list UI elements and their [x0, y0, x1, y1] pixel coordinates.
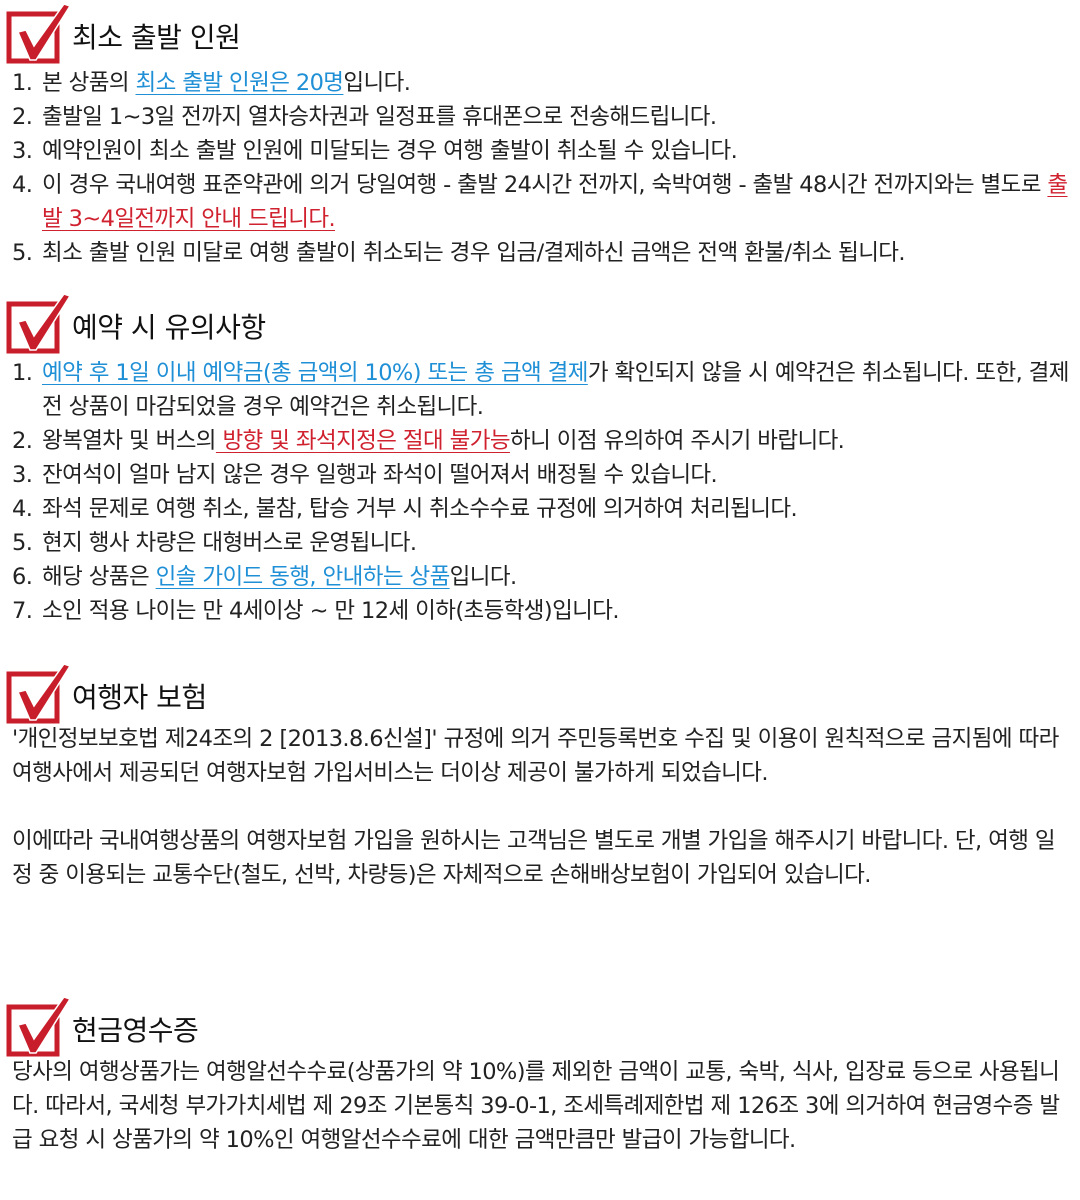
- paragraph: '개인정보보호법 제24조의 2 [2013.8.6신설]' 규정에 의거 주민…: [12, 726, 1059, 786]
- item-text: 소인 적용 나이는 만 4세이상 ~ 만 12세 이하(초등학생)입니다.: [42, 598, 620, 624]
- item-number: 2.: [12, 428, 33, 454]
- list-item: 3. 예약인원이 최소 출발 인원에 미달되는 경우 여행 출발이 취소될 수 있…: [0, 134, 1080, 168]
- list-item: 3. 잔여석이 얼마 남지 않은 경우 일행과 좌석이 떨어져서 배정될 수 있습…: [0, 458, 1080, 492]
- section-heading: 예약 시 유의사항: [0, 290, 1080, 354]
- item-text: 가 확인되지 않을 시 예약건은 취소됩니다. 또한, 결제 전 상품이 마감되…: [42, 360, 1069, 420]
- section: 예약 시 유의사항 1. 예약 후 1일 이내 예약금(총 금액의 10%) 또는 …: [0, 290, 1080, 628]
- section-title: 여행자 보험: [72, 681, 207, 714]
- section-title: 현금영수증: [72, 1014, 199, 1047]
- spacer: [0, 790, 1080, 824]
- section: 최소 출발 인원 1. 본 상품의 최소 출발 인원은 20명입니다. 2. 출발일 1…: [0, 0, 1080, 270]
- list-item: 5. 최소 출발 인원 미달로 여행 출발이 취소되는 경우 입금/결제하신 금액…: [0, 236, 1080, 270]
- item-number: 7.: [12, 598, 33, 624]
- item-text: 해당 상품은: [42, 564, 156, 590]
- list-item: 4. 이 경우 국내여행 표준약관에 의거 당일여행 - 출발 24시간 전까지,…: [0, 168, 1080, 236]
- list-item: 2. 왕복열차 및 버스의 방향 및 좌석지정은 절대 불가능하니 이점 유의하여…: [0, 424, 1080, 458]
- item-number: 1.: [12, 70, 33, 96]
- item-text: 본 상품의: [42, 70, 136, 96]
- section-heading: 현금영수증: [0, 993, 1080, 1057]
- item-text: 잔여석이 얼마 남지 않은 경우 일행과 좌석이 떨어져서 배정될 수 있습니다…: [42, 462, 718, 488]
- section-heading: 여행자 보험: [0, 660, 1080, 724]
- list-item: 4. 좌석 문제로 여행 취소, 불참, 탑승 거부 시 취소수수료 규정에 의거…: [0, 492, 1080, 526]
- highlighted-text: 인솔 가이드 동행, 안내하는 상품: [155, 564, 451, 590]
- highlighted-text: 예약 후 1일 이내 예약금(총 금액의 10%) 또는 총 금액 결제: [42, 360, 588, 386]
- section-title: 예약 시 유의사항: [72, 311, 266, 344]
- notice-list: 1. 본 상품의 최소 출발 인원은 20명입니다. 2. 출발일 1~3일 전까지 …: [0, 66, 1080, 270]
- item-number: 5.: [12, 530, 33, 556]
- list-item: 1. 예약 후 1일 이내 예약금(총 금액의 10%) 또는 총 금액 결제가 …: [0, 356, 1080, 424]
- item-text: 하니 이점 유의하여 주시기 바랍니다.: [509, 428, 845, 454]
- notice-list: 1. 예약 후 1일 이내 예약금(총 금액의 10%) 또는 총 금액 결제가 …: [0, 356, 1080, 628]
- item-number: 2.: [12, 104, 33, 130]
- item-text: 이 경우 국내여행 표준약관에 의거 당일여행 - 출발 24시간 전까지, 숙…: [42, 172, 1048, 198]
- item-text: 현지 행사 차량은 대형버스로 운영됩니다.: [42, 530, 417, 556]
- item-number: 3.: [12, 462, 33, 488]
- highlighted-text: 방향 및 좌석지정은 절대 불가능: [215, 428, 510, 454]
- item-number: 5.: [12, 240, 33, 266]
- paragraph: 당사의 여행상품가는 여행알선수수료(상품가의 약 10%)를 제외한 금액이 …: [12, 1059, 1060, 1153]
- list-item: 2. 출발일 1~3일 전까지 열차승차권과 일정표를 휴대폰으로 전송해드립니다…: [0, 100, 1080, 134]
- item-number: 4.: [12, 496, 33, 522]
- list-item: 1. 본 상품의 최소 출발 인원은 20명입니다.: [0, 66, 1080, 100]
- item-text: 예약인원이 최소 출발 인원에 미달되는 경우 여행 출발이 취소될 수 있습니…: [42, 138, 738, 164]
- checkbox-check-icon: [6, 293, 72, 354]
- list-item: 5. 현지 행사 차량은 대형버스로 운영됩니다.: [0, 526, 1080, 560]
- item-number: 6.: [12, 564, 33, 590]
- checkbox-check-icon: [6, 3, 72, 64]
- item-text: 입니다.: [449, 564, 517, 590]
- highlighted-text: 출발 3~4일전까지 안내 드립니다.: [42, 172, 1068, 232]
- checkbox-check-icon: [6, 996, 72, 1057]
- paragraph: 이에따라 국내여행상품의 여행자보험 가입을 원하시는 고객님은 별도로 개별 …: [12, 828, 1056, 888]
- item-number: 1.: [12, 360, 33, 386]
- item-text: 출발일 1~3일 전까지 열차승차권과 일정표를 휴대폰으로 전송해드립니다.: [42, 104, 717, 130]
- item-text: 좌석 문제로 여행 취소, 불참, 탑승 거부 시 취소수수료 규정에 의거하여…: [42, 496, 798, 522]
- section-title: 최소 출발 인원: [72, 21, 241, 54]
- highlighted-text: 최소 출발 인원은 20명: [135, 70, 344, 96]
- section: 여행자 보험 '개인정보보호법 제24조의 2 [2013.8.6신설]' 규정에…: [0, 660, 1080, 892]
- item-number: 4.: [12, 172, 33, 198]
- section-heading: 최소 출발 인원: [0, 0, 1080, 64]
- list-item: 7. 소인 적용 나이는 만 4세이상 ~ 만 12세 이하(초등학생)입니다.: [0, 594, 1080, 628]
- item-text: 입니다.: [343, 70, 411, 96]
- list-item: 6. 해당 상품은 인솔 가이드 동행, 안내하는 상품입니다.: [0, 560, 1080, 594]
- checkbox-check-icon: [6, 663, 72, 724]
- item-text: 왕복열차 및 버스의: [42, 428, 217, 454]
- item-text: 최소 출발 인원 미달로 여행 출발이 취소되는 경우 입금/결제하신 금액은 …: [42, 240, 906, 266]
- item-number: 3.: [12, 138, 33, 164]
